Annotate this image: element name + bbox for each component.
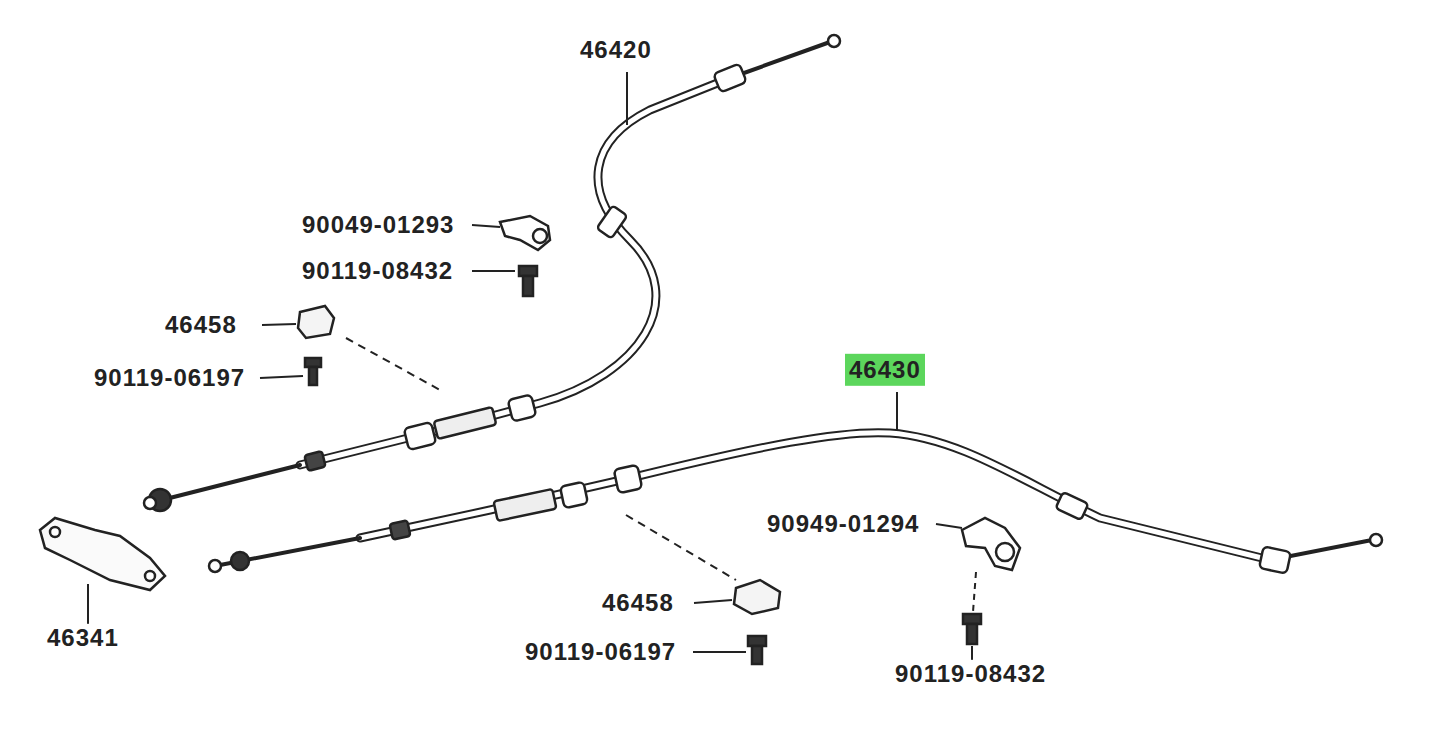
clamp-bracket xyxy=(996,543,1014,561)
inner-wire xyxy=(730,42,830,78)
brake-cable xyxy=(300,78,730,465)
leader-line xyxy=(87,584,89,624)
part-number: 46420 xyxy=(578,36,654,64)
cable-end xyxy=(231,552,249,570)
clamp-bracket xyxy=(500,216,550,250)
brake-cable xyxy=(360,433,1270,560)
part-number: 46458 xyxy=(163,311,239,339)
part-number: 90119-06197 xyxy=(523,638,678,666)
part-number: 90119-06197 xyxy=(92,364,247,392)
part-number: 46458 xyxy=(600,589,676,617)
part-number: 90119-08432 xyxy=(300,257,455,285)
part-number: 46430 xyxy=(845,354,925,386)
part-number: 90119-08432 xyxy=(893,660,1048,688)
cable-fitting xyxy=(304,451,325,471)
equalizer-bracket xyxy=(50,527,60,537)
cable-fitting xyxy=(390,520,411,539)
leader-line xyxy=(971,646,973,660)
brake-cable xyxy=(300,78,730,465)
cable-fitting xyxy=(713,63,746,92)
part-number: 90049-01293 xyxy=(300,211,456,239)
brake-cable xyxy=(360,433,1270,560)
part-number: 90949-01294 xyxy=(765,510,921,538)
leader-line xyxy=(262,324,296,325)
cable-clip xyxy=(734,580,780,614)
leader-line xyxy=(693,651,746,653)
cable-end xyxy=(828,35,840,47)
cable-clip xyxy=(298,306,334,338)
cable-fitting xyxy=(614,465,642,493)
cable-fitting xyxy=(508,394,537,421)
cable-fitting xyxy=(1259,546,1291,573)
clamp-bracket xyxy=(533,229,547,243)
leader-line xyxy=(626,72,628,125)
leader-line xyxy=(936,524,962,528)
leader-line xyxy=(472,270,515,272)
cable-fitting xyxy=(597,205,628,238)
leader-line xyxy=(973,572,976,612)
cable-fitting xyxy=(434,407,497,439)
cable-fitting xyxy=(494,489,557,521)
bolt xyxy=(305,266,981,664)
part-number: 46341 xyxy=(45,624,121,652)
cable-end xyxy=(144,497,156,509)
leader-line xyxy=(346,338,440,390)
cable-fitting xyxy=(1056,492,1089,520)
cable-fitting xyxy=(404,422,436,450)
cable-end xyxy=(209,560,221,572)
inner-wire xyxy=(150,465,300,503)
clamp-bracket xyxy=(962,518,1020,570)
leader-line xyxy=(896,392,898,430)
leader-line xyxy=(472,225,500,227)
cable-fitting xyxy=(560,482,588,509)
equalizer-bracket xyxy=(145,571,155,581)
leader-line xyxy=(260,376,303,378)
equalizer-bracket xyxy=(40,518,165,590)
leader-line xyxy=(694,600,732,603)
leader-line xyxy=(626,515,736,580)
cable-end xyxy=(1370,534,1382,546)
